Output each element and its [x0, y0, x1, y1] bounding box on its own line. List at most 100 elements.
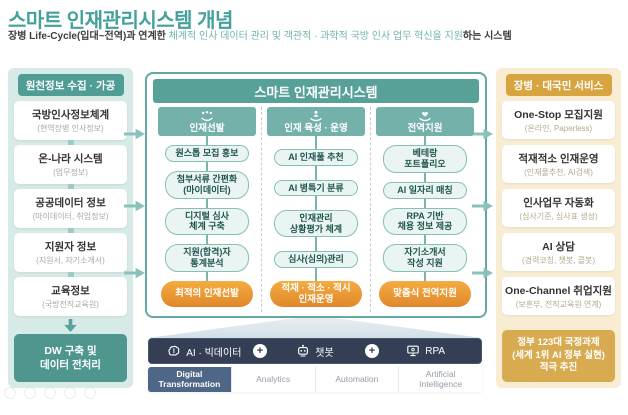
watermark-icons: [4, 387, 96, 399]
card-title: 지원자 정보: [44, 241, 97, 253]
card-subtitle: (지원서, 자기소개서): [36, 256, 105, 265]
card-title: 인사업무 자동화: [523, 196, 594, 209]
service-card-talent-operation: 적재적소 인재운영 (인재풀추천, AI검색): [502, 145, 615, 183]
source-card-personnel-system: 국방인사정보체계 (현역장병 인사정보): [14, 101, 127, 140]
flow-arrow-right-icon: [124, 128, 145, 140]
card-subtitle: (심사기준, 심사표 생성): [519, 211, 598, 221]
tech-segment-label: AI · 빅데이터: [186, 347, 242, 359]
card-title: One-Channel 취업지원: [505, 284, 612, 297]
dw-preprocessing-box: DW 구축 및 데이터 전처리: [14, 334, 127, 382]
tech-segment-ai-bigdata: AI · 빅데이터: [149, 339, 260, 363]
card-title: One-Stop 모집지원: [514, 108, 603, 121]
card-subtitle: (온라인, Paperless): [524, 123, 593, 133]
flow-arrow-right-icon: [472, 128, 493, 140]
tab-automation: Automation: [315, 367, 400, 392]
tech-bar: AI · 빅데이터 챗봇 RPA + +: [148, 338, 482, 364]
page-subtitle: 장병 Life-Cycle(입대~전역)과 연계한 체계적 인사 데이터 관리 …: [8, 31, 624, 44]
card-subtitle: (마이데이터, 취업정보): [32, 212, 109, 221]
source-panel-header: 원천정보 수집 · 가공: [17, 74, 124, 96]
watermark-circle-icon: [4, 387, 16, 399]
policy-task-box: 정부 123대 국정과제 (세계 1위 AI 정부 실현) 적극 추진: [502, 330, 615, 382]
pipeline-steps: 베테랑 포트폴리오 AI 일자리 매칭 RPA 기반 채용 정보 제공 자기소개…: [376, 136, 474, 281]
tech-segment-label: 챗봇: [315, 347, 334, 359]
funnel-shape: [148, 318, 482, 338]
plus-icon: +: [365, 344, 379, 358]
pipeline-step: 원스톱 모집 홍보: [164, 145, 250, 162]
subtitle-part-dark1: 장병 Life-Cycle(입대~전역)과 연계한: [8, 31, 169, 42]
pipeline-step: AI 병특기 분류: [273, 179, 359, 197]
pipeline-column-transition: 전역지원 베테랑 포트폴리오 AI 일자리 매칭 RPA 기반 채용 정보 제공…: [371, 107, 479, 312]
pipeline-step: 베테랑 포트폴리오: [382, 145, 468, 173]
source-card-public-data: 공공데이터 정보 (마이데이터, 취업정보): [14, 189, 127, 228]
pipeline-columns: 인재선발 원스톱 모집 홍보 첨부서류 간편화 (마이데이터) 디지털 심사 체…: [153, 107, 479, 312]
connector: [67, 228, 74, 233]
subtitle-part-dark2: 하는 시스템: [462, 31, 512, 42]
service-card-hr-automation: 인사업무 자동화 (심사기준, 심사표 생성): [502, 189, 615, 227]
card-subtitle: (국방전직교육원): [42, 300, 99, 309]
watermark-circle-icon: [64, 387, 76, 399]
pipeline-steps: 원스톱 모집 홍보 첨부서류 간편화 (마이데이터) 디지털 심사 체계 구축 …: [158, 136, 256, 281]
pipeline-step: 디지털 심사 체계 구축: [164, 207, 250, 236]
pipeline-step: 지원(합격)자 통계분석: [164, 244, 250, 272]
rpa-monitor-icon: [406, 344, 420, 358]
service-card-ai-counseling: AI 상담 (경력코칭, 챗봇, 콜봇): [502, 233, 615, 271]
card-subtitle: (보훈부, 전직교육원 연계): [515, 299, 602, 309]
pipeline-result-transition: 맞춤식 전역지원: [378, 281, 472, 307]
service-card-onechannel: One-Channel 취업지원 (보훈부, 전직교육원 연계): [502, 277, 615, 315]
tech-segment-chatbot: 챗봇: [260, 339, 371, 363]
service-card-onestop: One-Stop 모집지원 (온라인, Paperless): [502, 101, 615, 139]
smart-system-title: 스마트 인재관리시스템: [153, 79, 479, 103]
card-title: 온-나라 시스템: [38, 153, 103, 165]
source-data-panel: 원천정보 수집 · 가공 국방인사정보체계 (현역장병 인사정보) 온-나라 시…: [8, 68, 133, 388]
pipeline-step: AI 일자리 매칭: [382, 181, 468, 199]
card-subtitle: (업무정보): [53, 168, 88, 177]
tab-analytics: Analytics: [231, 367, 316, 392]
column-header-development: 인재 육성 · 운영: [267, 107, 365, 136]
watermark-circle-icon: [44, 387, 56, 399]
source-card-onnara: 온-나라 시스템 (업무정보): [14, 145, 127, 184]
flow-arrow-right-icon: [124, 200, 145, 212]
hand-people-icon: [200, 110, 214, 123]
chatbot-icon: [296, 344, 310, 358]
column-header-selection: 인재선발: [158, 107, 256, 136]
card-title: 교육정보: [51, 285, 90, 297]
arrow-down-icon: [64, 319, 77, 332]
card-title: 적재적소 인재운영: [518, 152, 599, 165]
column-header-label: 인재 육성 · 운영: [284, 122, 348, 134]
column-header-label: 전역지원: [407, 122, 443, 134]
pipeline-column-selection: 인재선발 원스톱 모집 홍보 첨부서류 간편화 (마이데이터) 디지털 심사 체…: [153, 107, 262, 312]
tech-segment-label: RPA: [425, 345, 446, 357]
column-header-label: 인재선발: [189, 122, 225, 134]
pipeline-step: AI 인재풀 추천: [273, 149, 359, 167]
card-title: 국방인사정보체계: [31, 109, 110, 121]
card-subtitle: (경력코칭, 챗봇, 콜봇): [521, 255, 596, 265]
source-card-education: 교육정보 (국방전직교육원): [14, 277, 127, 316]
pipeline-step: 첨부서류 간편화 (마이데이터): [164, 170, 250, 199]
connector: [67, 184, 74, 189]
connector: [67, 272, 74, 277]
tab-artificial-intelligence: Artificial Intelligence: [399, 367, 482, 392]
pipeline-step: 인재관리 상황평가 체계: [273, 209, 359, 238]
brain-icon: [167, 344, 181, 358]
hand-heart-icon: [418, 110, 432, 123]
pipeline-steps: AI 인재풀 추천 AI 병특기 분류 인재관리 상황평가 체계 심사(심의)관…: [267, 136, 365, 281]
plus-icon: +: [253, 344, 267, 358]
flow-arrow-right-icon: [472, 200, 493, 212]
pipeline-step: 자기소개서 작성 지원: [382, 244, 468, 272]
tab-digital-transformation: Digital Transformation: [148, 367, 232, 392]
pipeline-result-selection: 최적의 인재선발: [160, 281, 254, 307]
subtitle-part-teal: 체계적 인사 데이터 관리 및 객관적 · 과학적 국방 인사 업무 혁신을 지…: [168, 31, 463, 42]
card-title: AI 상담: [542, 240, 575, 253]
flow-arrow-right-icon: [472, 267, 493, 279]
smart-system-panel: 스마트 인재관리시스템 인재선발 원스톱 모집 홍보 첨부서류 간편화 (마이데…: [145, 72, 487, 318]
services-panel-header: 장병 · 대국민 서비스: [505, 74, 612, 96]
flow-arrow-right-icon: [124, 267, 145, 279]
hand-person-icon: [309, 110, 323, 123]
column-header-transition: 전역지원: [376, 107, 474, 136]
services-panel: 장병 · 대국민 서비스 One-Stop 모집지원 (온라인, Paperle…: [496, 68, 621, 388]
pipeline-step: 심사(심의)관리: [273, 250, 359, 268]
pipeline-result-operation: 적재 · 적소 · 적시 인재운영: [269, 281, 363, 307]
pipeline-step: RPA 기반 채용 정보 제공: [382, 207, 468, 236]
page-title: 스마트 인재관리시스템 개념: [8, 10, 233, 32]
